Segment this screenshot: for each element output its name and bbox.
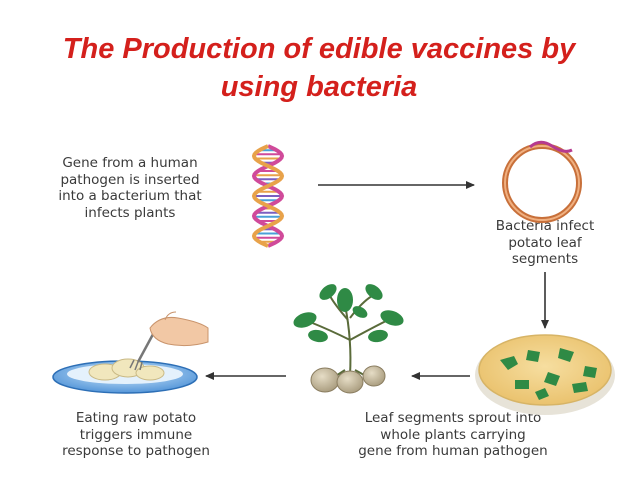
hand-with-fork-icon	[129, 311, 209, 371]
step-2-caption: Bacteria infect potato leaf segments	[495, 218, 595, 267]
dna-helix-icon	[251, 144, 285, 248]
step-3-caption: Leaf segments sprout into whole plants c…	[358, 410, 548, 459]
title-line-1: The Production of edible vaccines by	[62, 33, 576, 65]
step-1-caption: Gene from a human pathogen is inserted i…	[58, 155, 202, 221]
step-4-caption: Eating raw potato triggers immune respon…	[62, 410, 210, 459]
petri-dish-icon	[475, 334, 615, 415]
potato-plant-icon	[293, 284, 404, 394]
title-line-2: using bacteria	[220, 71, 418, 103]
plate-with-potato-icon	[52, 358, 198, 394]
plasmid-icon	[502, 140, 582, 223]
leaf-segments	[500, 348, 597, 400]
page-title: The Production of edible vaccines by usi…	[0, 30, 638, 106]
